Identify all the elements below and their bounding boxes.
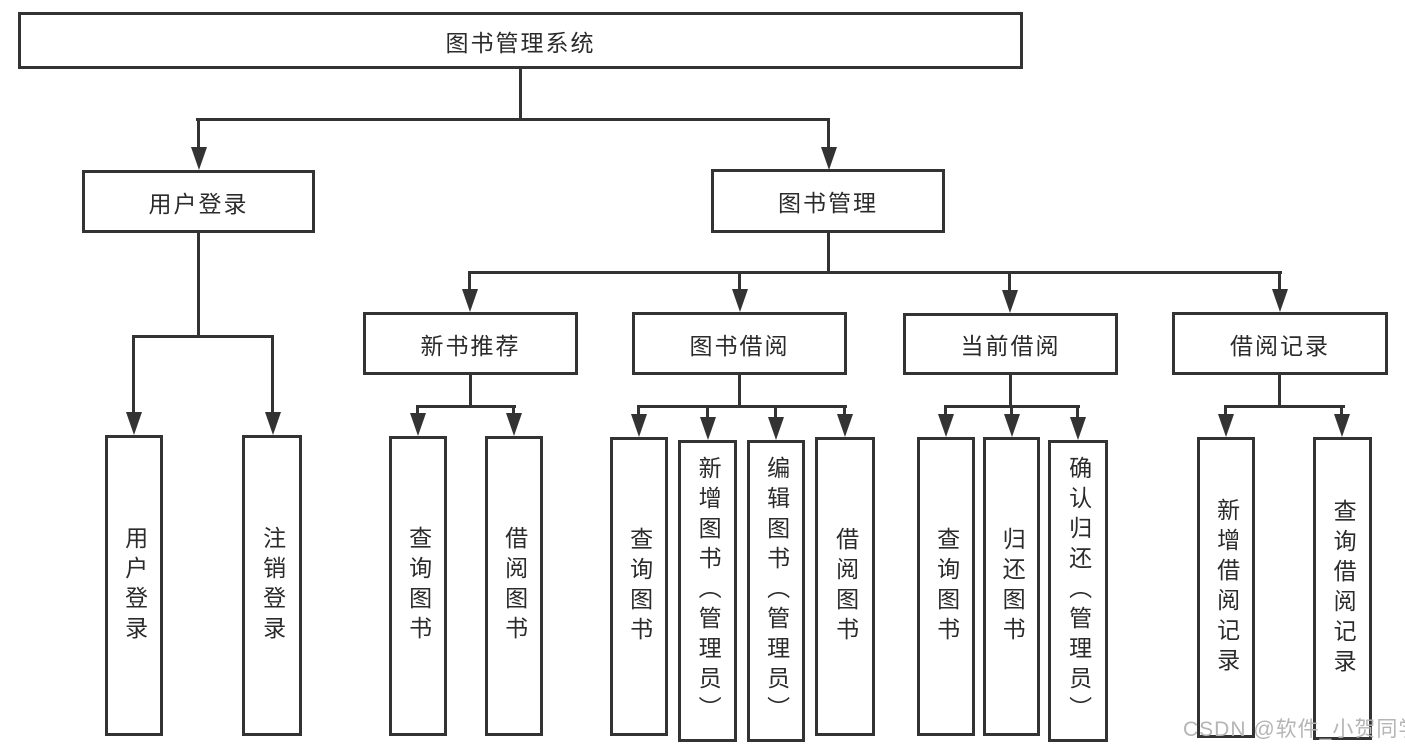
connector-book-borrow-trunk [738,375,741,408]
connector-root-branch [196,118,830,121]
node-new-books-label: 新书推荐 [420,332,521,359]
connector-user-login-trunk [197,233,200,338]
arrow-current-borrow-leaf-1 [937,405,954,437]
arrow-book-borrow-leaf-3 [767,405,784,440]
connector-new-books-trunk [469,374,472,408]
node-borrow-records: 借阅记录 [1172,312,1388,375]
node-user-login-label: 用户登录 [148,190,249,217]
connector-borrow-records-trunk [1278,375,1281,408]
connector-book-mgmt-trunk [827,233,830,274]
arrow-to-book-borrow [731,271,748,312]
leaf-newbooks-borrow-label: 借阅图书 [501,526,528,646]
leaf-logout-label: 注销登录 [259,525,286,646]
arrow-to-borrow-records [1271,271,1288,312]
leaf-user-login-label: 用户登录 [121,525,148,646]
node-new-books: 新书推荐 [363,312,578,375]
leaf-borrow-edit-admin-label: 编辑图书（管理员） [763,456,790,726]
arrow-book-borrow-leaf-2 [699,405,716,440]
leaf-records-add-label: 新增借阅记录 [1213,497,1240,678]
leaf-current-query-label: 查询图书 [933,526,960,647]
leaf-borrow-query-label: 查询图书 [626,526,653,647]
node-library-system: 图书管理系统 [18,12,1023,69]
connector-book-borrow-branch [637,405,847,408]
watermark-text: CSDN @软件_小贺同学 [1183,718,1405,741]
leaf-borrow-add-admin: 新增图书（管理员） [678,440,737,742]
leaf-borrow-query: 查询图书 [610,437,668,736]
node-borrow-records-label: 借阅记录 [1230,332,1330,359]
node-user-login: 用户登录 [82,170,315,233]
arrow-to-new-books [461,271,478,312]
leaf-borrow-add-admin-label: 新增图书（管理员） [695,456,722,726]
leaf-borrow-borrow-label: 借阅图书 [832,526,859,647]
leaf-newbooks-query: 查询图书 [389,436,447,736]
leaf-borrow-edit-admin: 编辑图书（管理员） [747,440,805,742]
leaf-records-add: 新增借阅记录 [1197,437,1255,738]
arrow-to-current-borrow [1001,271,1018,313]
arrow-new-books-leaf-1 [409,405,426,436]
node-book-mgmt: 图书管理 [711,169,945,233]
arrow-to-logout-leaf [264,335,281,435]
connector-new-books-branch [417,405,516,408]
leaf-records-query-label: 查询借阅记录 [1330,498,1357,679]
connector-book-mgmt-branch [469,271,1282,274]
leaf-records-query: 查询借阅记录 [1313,437,1372,740]
leaf-current-confirm-admin-label: 确认归还（管理员） [1065,456,1092,726]
node-book-borrow: 图书借阅 [632,312,847,375]
arrow-book-borrow-leaf-1 [630,405,647,437]
arrow-to-login-leaf [125,335,142,435]
node-book-borrow-label: 图书借阅 [689,332,790,359]
arrow-borrow-records-leaf-2 [1333,405,1350,437]
node-library-system-label: 图书管理系统 [445,29,596,56]
leaf-current-confirm-admin: 确认归还（管理员） [1048,440,1108,742]
leaf-logout: 注销登录 [242,435,302,736]
arrow-to-user-login [190,118,207,170]
leaf-borrow-borrow: 借阅图书 [815,437,875,736]
connector-current-borrow-trunk [1009,375,1012,408]
connector-borrow-records-branch [1224,405,1345,408]
leaf-current-return: 归还图书 [983,437,1040,736]
connector-user-login-branch [133,335,274,338]
arrow-borrow-records-leaf-1 [1217,405,1234,437]
node-current-borrow: 当前借阅 [903,313,1118,375]
leaf-newbooks-borrow: 借阅图书 [485,436,543,736]
leaf-newbooks-query-label: 查询图书 [405,526,432,646]
connector-root-trunk [519,68,522,119]
arrow-to-book-mgmt [820,118,837,170]
arrow-current-borrow-leaf-2 [1003,405,1020,437]
arrow-new-books-leaf-2 [505,405,522,436]
arrow-current-borrow-leaf-3 [1069,405,1086,440]
leaf-current-return-label: 归还图书 [999,526,1026,647]
leaf-current-query: 查询图书 [917,437,975,736]
node-current-borrow-label: 当前借阅 [960,333,1061,359]
leaf-user-login: 用户登录 [105,435,163,736]
node-book-mgmt-label: 图书管理 [778,190,878,216]
arrow-book-borrow-leaf-4 [836,405,853,437]
